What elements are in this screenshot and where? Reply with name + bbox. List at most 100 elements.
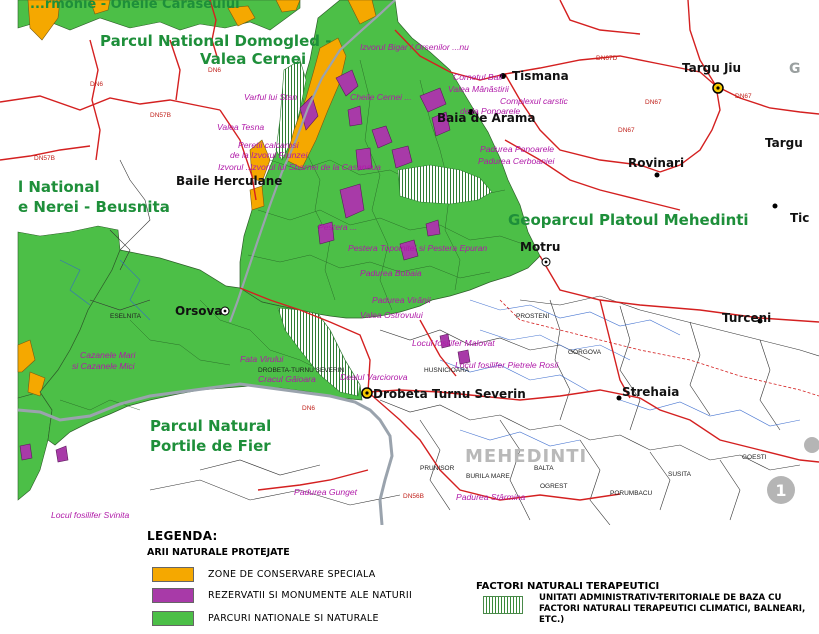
legend-title: LEGENDA: bbox=[147, 529, 218, 543]
site-label: Valea Mânăstirii bbox=[448, 84, 510, 94]
site-label: de la Ponoarele bbox=[460, 106, 520, 116]
site-label: de la Izvorul Frunzei bbox=[230, 150, 308, 160]
site-label: Cornetul Baii bbox=[453, 72, 503, 82]
legend-swatch-purple bbox=[152, 587, 194, 603]
admin-label: HUSNICIOARA bbox=[424, 367, 470, 374]
admin-label: PRUNISOR bbox=[420, 465, 455, 472]
conservation-area-top bbox=[347, 0, 377, 25]
park-label-nerei-1: l National bbox=[18, 178, 100, 196]
park-label-domogled-2: Valea Cernei bbox=[200, 50, 306, 68]
admin-label: GORGOVA bbox=[568, 349, 602, 356]
legend-swatch-green bbox=[152, 610, 194, 626]
park-label-portile-2: Portile de Fier bbox=[150, 437, 271, 455]
site-label: Locul fosilifer Malovat bbox=[412, 338, 495, 348]
admin-boundaries bbox=[89, 159, 819, 525]
site-labels: Izvorul Bigar / Orsenilor ...nu Cornetul… bbox=[51, 42, 569, 520]
admin-label: OGREST bbox=[540, 483, 567, 490]
site-label: Locul fosilifer Pietrele Rosii bbox=[455, 360, 559, 370]
grey-circle-right bbox=[804, 437, 819, 453]
site-label: Izvorul lui Sbarnei de la Casanaua bbox=[250, 162, 381, 172]
city-label-targu: Targu bbox=[765, 136, 803, 150]
legend-label: PARCURI NATIONALE SI NATURALE bbox=[208, 612, 379, 624]
site-label: Padurea Stârmina bbox=[456, 492, 525, 502]
city-label-drobeta: Drobeta Turnu Severin bbox=[373, 387, 526, 401]
road-label: DN6 bbox=[302, 405, 315, 412]
legend-subtitle: ARII NATURALE PROTEJATE bbox=[147, 547, 290, 558]
road-label: DN67D bbox=[596, 55, 618, 62]
city-label-tic: Tic bbox=[790, 211, 809, 225]
city-label-baia-de-arama: Baia de Arama bbox=[437, 111, 535, 125]
therapeutic-unit-geopark bbox=[397, 164, 493, 205]
park-label-domogled-1: Parcul National Domogled - bbox=[100, 32, 331, 50]
city-label-baile-herculane: Baile Herculane bbox=[176, 174, 282, 188]
legend-item-parks: PARCURI NATIONALE SI NATURALE bbox=[152, 609, 379, 627]
road-label: DN67 bbox=[618, 127, 635, 134]
legend-label: ZONE DE CONSERVARE SPECIALA bbox=[208, 568, 376, 580]
park-label-geopark: Geoparcul Platoul Mehedinti bbox=[508, 211, 749, 229]
road-label: DN57B bbox=[34, 155, 55, 162]
protected-areas-map[interactable]: 1 Parcul National Domogled - Valea Cerne… bbox=[0, 0, 819, 525]
city-label-turceni: Turceni bbox=[722, 311, 771, 325]
site-label: Cracul Găioara bbox=[258, 374, 316, 384]
site-label: Padurea Ponoarele bbox=[480, 144, 554, 154]
site-label: si Cazanele Mici bbox=[72, 361, 136, 371]
site-label: Padurea Cerboaniei bbox=[478, 156, 556, 166]
legend-label: REZERVATII SI MONUMENTE ALE NATURII bbox=[208, 589, 413, 601]
road-label: DN57B bbox=[150, 112, 171, 119]
admin-label: PORUMBACU bbox=[610, 490, 653, 497]
national-roads bbox=[0, 0, 819, 501]
legend-item-reservations: REZERVATII SI MONUMENTE ALE NATURII bbox=[152, 586, 412, 604]
county-border-jiu bbox=[499, 299, 819, 397]
site-label: Fata Virului bbox=[240, 354, 284, 364]
admin-label: SUSITA bbox=[668, 471, 692, 478]
conservation-area-nw-1 bbox=[27, 0, 61, 41]
site-label: Izvorul Bigar / Orsenilor ...nu bbox=[360, 42, 469, 52]
admin-label: ESELNITA bbox=[110, 313, 142, 320]
road-label: DN56B bbox=[403, 493, 424, 500]
site-label: Varful lui Stan bbox=[244, 92, 297, 102]
legend-swatch-hatched bbox=[483, 596, 523, 614]
top-cut-label: ...rmonie - Oneile Caraseului bbox=[30, 0, 240, 12]
admin-label: PROSTENI bbox=[516, 313, 549, 320]
legend-swatch-orange bbox=[152, 566, 194, 582]
conservation-area-nw-4 bbox=[275, 0, 301, 13]
factors-title: FACTORI NATURALI TERAPEUTICI bbox=[476, 581, 660, 592]
park-label-portile-1: Parcul Natural bbox=[150, 417, 271, 435]
site-label: Pestera ... bbox=[318, 222, 357, 232]
city-label-tismana: Tismana bbox=[512, 69, 569, 83]
conservation-area-cerna-valley bbox=[285, 37, 347, 169]
city-label-rovinari: Rovinari bbox=[628, 156, 684, 170]
admin-labels: ESELNITA DROBETA-TURNU SEVERIN PROSTENI … bbox=[110, 313, 767, 497]
rivers bbox=[59, 259, 801, 447]
conservation-area-nw-3 bbox=[227, 5, 256, 27]
conservation-area-left-2 bbox=[27, 371, 46, 397]
page-marker-number: 1 bbox=[775, 481, 786, 500]
legend-item-conservation: ZONE DE CONSERVARE SPECIALA bbox=[152, 565, 376, 583]
site-label: Valea Ostrovului bbox=[360, 310, 424, 320]
site-label: Cazanele Mari bbox=[80, 350, 136, 360]
site-label: Padurea Virănii bbox=[372, 295, 432, 305]
conservation-area-nw-2 bbox=[89, 0, 111, 15]
city-label-g-cut: G bbox=[789, 61, 801, 77]
city-markers bbox=[220, 73, 778, 401]
site-label: Valea Tesna bbox=[217, 122, 264, 132]
site-label: Dealul Varciorova bbox=[340, 372, 408, 382]
city-label-targu-jiu: Targu Jiu bbox=[682, 61, 741, 75]
park-label-nerei-2: e Nerei - Beusnita bbox=[18, 198, 170, 216]
reservation-areas bbox=[19, 69, 471, 463]
admin-label: BALTA bbox=[534, 465, 554, 472]
danube-river bbox=[17, 382, 394, 525]
road-label: DN67 bbox=[735, 93, 752, 100]
city-label-orsova: Orsova bbox=[175, 304, 222, 318]
page-marker-circle bbox=[767, 476, 795, 504]
factors-description: UNITATI ADMINISTRATIV-TERITORIALE DE BAZ… bbox=[539, 593, 806, 625]
site-label: Complexul carstic bbox=[500, 96, 569, 106]
admin-label: GOESTI bbox=[742, 454, 767, 461]
road-labels: DN67D DN67 DN67 DN67 DN6 DN57B DN6 DN57B… bbox=[34, 55, 752, 500]
conservation-area-left-1 bbox=[17, 339, 36, 373]
road-label: DN6 bbox=[208, 67, 221, 74]
site-label: Padurea Bobaia bbox=[360, 268, 422, 278]
map-legend: LEGENDA: ARII NATURALE PROTEJATE ZONE DE… bbox=[0, 525, 819, 634]
site-label: Locul fosilifer Svinita bbox=[51, 510, 130, 520]
therapeutic-unit-orsova bbox=[277, 307, 361, 397]
